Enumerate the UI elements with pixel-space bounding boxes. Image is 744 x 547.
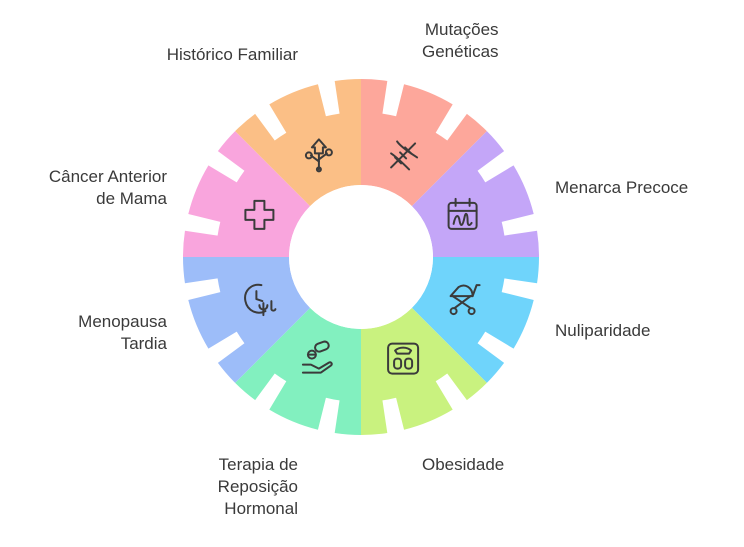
sector-mutacoes	[361, 79, 487, 207]
calendar-icon	[447, 197, 478, 230]
sector-menarca	[411, 131, 539, 257]
sector-terapia	[235, 307, 361, 435]
pills-hand-icon	[301, 340, 333, 374]
cross-icon	[244, 199, 275, 230]
label-terapia: Terapia de Reposição Hormonal	[217, 455, 298, 518]
label-menarca: Menarca Precoce	[555, 178, 689, 197]
sector-nuliparidade	[411, 257, 539, 383]
sector-menopausa	[183, 257, 311, 383]
sector-obesidade	[361, 307, 487, 435]
label-mutacoes: Mutações Genéticas	[422, 20, 499, 61]
dna-icon	[390, 140, 419, 171]
stroller-icon	[449, 284, 481, 316]
sector-cancer	[183, 131, 311, 257]
label-obesidade: Obesidade	[422, 455, 505, 474]
center-hole	[289, 185, 433, 329]
family-tree-icon	[304, 138, 333, 173]
scale-icon	[387, 342, 420, 375]
sector-historico	[235, 79, 361, 207]
clock-hormone-icon	[244, 283, 277, 317]
label-nuliparidade: Nuliparidade	[555, 321, 651, 340]
label-cancer: Câncer Anterior de Mama	[48, 167, 167, 208]
label-historico: Histórico Familiar	[166, 45, 298, 64]
label-menopausa: Menopausa Tardia	[78, 312, 167, 353]
